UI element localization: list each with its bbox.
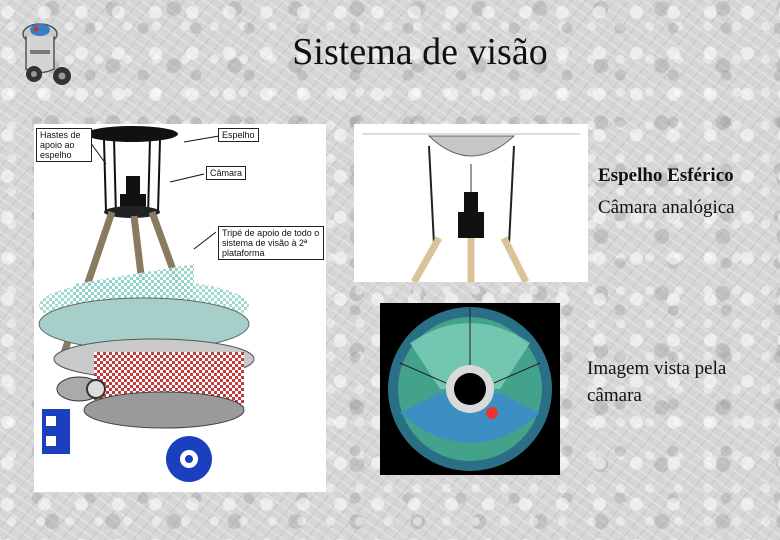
robot-diagram: Hastes de apoio ao espelho Espelho Câmar… bbox=[34, 124, 326, 492]
label-tripe: Tripé de apoio de todo o sistema de visã… bbox=[218, 226, 324, 260]
camera-view-photo bbox=[380, 303, 560, 475]
robot-diagram-drawing bbox=[38, 126, 255, 482]
caption-image-view-line2: câmara bbox=[587, 385, 642, 406]
label-espelho: Espelho bbox=[218, 128, 259, 142]
caption-image-view-line1: Imagem vista pela bbox=[587, 358, 727, 379]
label-camara: Câmara bbox=[206, 166, 247, 180]
mirror-camera-drawing bbox=[362, 133, 580, 284]
caption-camera: Câmara analógica bbox=[598, 197, 735, 218]
mirror-camera-photo bbox=[354, 124, 588, 284]
label-hastes: Hastes de apoio ao espelho bbox=[36, 128, 92, 162]
caption-mirror: Espelho Esférico bbox=[598, 165, 734, 186]
slide-title: Sistema de visão bbox=[292, 31, 548, 73]
camera-view-drawing bbox=[388, 307, 552, 471]
robot-logo-icon bbox=[18, 14, 78, 86]
